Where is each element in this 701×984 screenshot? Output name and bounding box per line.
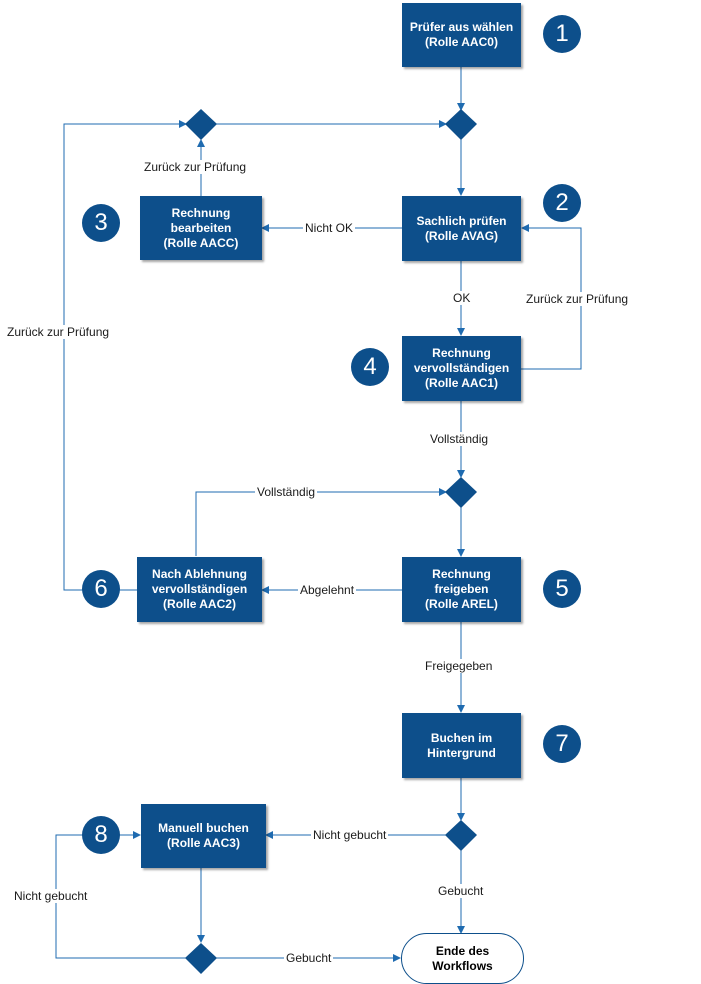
process-label: Nach Ablehnung vervollständigen (Rolle A… xyxy=(151,567,248,611)
process-label: Prüfer aus wählen (Rolle AAC0) xyxy=(409,20,514,49)
step-number-8: 8 xyxy=(82,816,120,854)
edge-ablehnung-to-decision3 xyxy=(195,488,447,556)
edge-label-ok: OK xyxy=(451,291,473,305)
step-number-2: 2 xyxy=(543,184,581,222)
process-nach-ablehnung: Nach Ablehnung vervollständigen (Rolle A… xyxy=(137,557,262,622)
edge-ablehnung-back-to-decision2 xyxy=(63,120,187,591)
edge-label-vollstaendig-2: Vollständig xyxy=(255,485,318,499)
process-rechnung-vervollstaendigen: Rechnung vervollständigen (Rolle AAC1) xyxy=(402,336,521,401)
decision-diamond-3 xyxy=(445,477,477,508)
process-label: Rechnung vervollständigen (Rolle AAC1) xyxy=(413,346,510,390)
process-label: Manuell buchen (Rolle AAC3) xyxy=(158,821,249,850)
decision-diamond-4 xyxy=(445,820,477,851)
edge-label-zurueck-zur-pruefung-4: Zurück zur Prüfung xyxy=(525,292,630,306)
process-label: Buchen im Hintergrund xyxy=(427,730,496,760)
process-label: Rechnung freigeben (Rolle AREL) xyxy=(425,567,498,611)
decision-diamond-1 xyxy=(445,109,477,140)
edge-label-abgelehnt: Abgelehnt xyxy=(298,583,357,597)
edge-label-freigegeben: Freigegeben xyxy=(423,659,495,673)
edge-label-gebucht-2: Gebucht xyxy=(284,951,334,965)
process-manuell-buchen: Manuell buchen (Rolle AAC3) xyxy=(141,804,266,868)
process-label: Rechnung bearbeiten (Rolle AACC) xyxy=(163,205,239,250)
edge-label-zurueck-zur-pruefung-6: Zurück zur Prüfung xyxy=(6,325,111,339)
process-rechnung-bearbeiten: Rechnung bearbeiten (Rolle AACC) xyxy=(140,196,262,260)
process-label: Sachlich prüfen (Rolle AVAG) xyxy=(416,213,507,243)
edge-label-nicht-gebucht-1: Nicht gebucht xyxy=(311,828,389,842)
terminal-ende-des-workflows: Ende des Workflows xyxy=(401,933,524,984)
step-number-5: 5 xyxy=(543,570,581,608)
edge-label-nicht-gebucht-2: Nicht gebucht xyxy=(13,889,89,903)
decision-diamond-5 xyxy=(185,943,217,974)
step-number-4: 4 xyxy=(351,348,389,386)
edge-label-nicht-ok: Nicht OK xyxy=(303,221,356,235)
process-sachlich-pruefen: Sachlich prüfen (Rolle AVAG) xyxy=(402,196,521,261)
process-buchen-im-hintergrund: Buchen im Hintergrund xyxy=(402,713,521,778)
terminal-label: Ende des Workflows xyxy=(432,943,493,973)
edge-label-gebucht-1: Gebucht xyxy=(436,884,486,898)
step-number-1: 1 xyxy=(543,15,581,53)
edge-label-vollstaendig-1: Vollständig xyxy=(428,432,491,446)
edge-label-zurueck-zur-pruefung-3: Zurück zur Prüfung xyxy=(144,160,247,174)
step-number-6: 6 xyxy=(82,570,120,608)
step-number-7: 7 xyxy=(543,725,581,763)
process-rechnung-freigeben: Rechnung freigeben (Rolle AREL) xyxy=(402,557,521,622)
step-number-3: 3 xyxy=(82,204,120,242)
decision-diamond-2 xyxy=(185,109,217,140)
process-pruefer-auswaehlen: Prüfer aus wählen (Rolle AAC0) xyxy=(402,3,521,67)
